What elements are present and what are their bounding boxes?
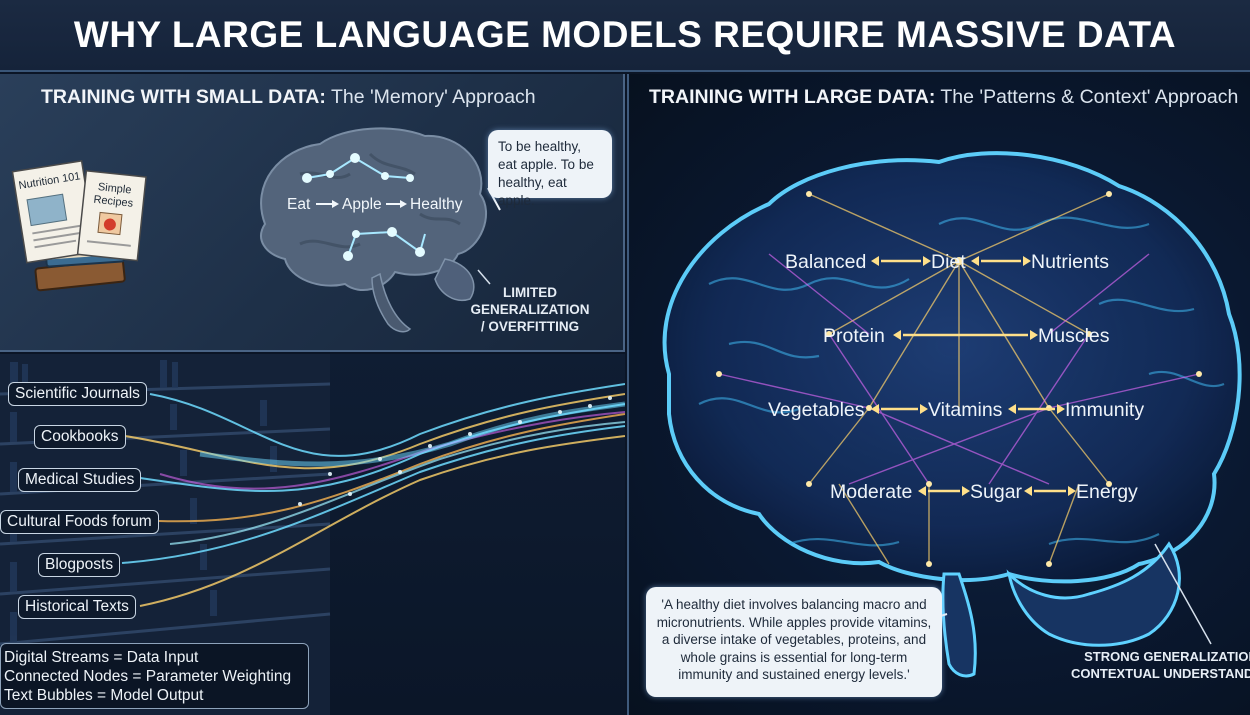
small-data-heading-rest: The 'Memory' Approach xyxy=(325,86,536,108)
legend-item-nodes: Connected Nodes = Parameter Weighting xyxy=(4,668,292,685)
strong-generalization-line2: CONTEXTUAL UNDERSTANDING xyxy=(1071,666,1250,681)
data-stream-particles xyxy=(298,396,612,506)
title-bar: WHY LARGE LANGUAGE MODELS REQUIRE MASSIV… xyxy=(0,0,1250,72)
concept-protein: Protein xyxy=(823,325,885,347)
chain-word-eat: Eat xyxy=(287,196,311,213)
strong-pointer xyxy=(1154,543,1212,645)
concept-energy: Energy xyxy=(1076,481,1138,503)
chain-word-healthy: Healthy xyxy=(410,196,463,213)
recipes-sheet-title-2: Recipes xyxy=(93,194,134,210)
concept-muscles: Muscles xyxy=(1038,325,1110,347)
concept-row-vegetables: Vegetables Vitamins Immunity xyxy=(768,399,1144,421)
data-streams-panel: Scientific Journals Cookbooks Medical St… xyxy=(0,354,625,715)
small-model-output-bubble: To be healthy, eat apple. To be healthy,… xyxy=(488,130,612,208)
page-title: WHY LARGE LANGUAGE MODELS REQUIRE MASSIV… xyxy=(73,14,1177,55)
source-label-0: Scientific Journals xyxy=(8,382,147,406)
limited-generalization-label: LIMITED GENERALIZATION / OVERFITTING xyxy=(470,285,590,334)
legend-item-bubbles: Text Bubbles = Model Output xyxy=(4,687,204,704)
chain-word-apple: Apple xyxy=(342,196,382,213)
recipes-sheet-icon: Simple Recipes xyxy=(76,169,147,262)
data-stream-lines xyxy=(121,383,625,607)
concept-vegetables: Vegetables xyxy=(768,399,865,421)
limited-pointer xyxy=(477,269,491,285)
large-data-heading-bold: TRAINING WITH LARGE DATA: xyxy=(649,86,936,108)
legend-box: Digital Streams = Data Input Connected N… xyxy=(0,643,309,709)
chain-arrows xyxy=(316,200,407,208)
large-data-panel: TRAINING WITH LARGE DATA: The 'Patterns … xyxy=(627,74,1250,715)
small-panel-illustration: Nutrition 101 Simple Recipes xyxy=(11,127,501,333)
large-model-output-bubble: 'A healthy diet involves balancing macro… xyxy=(646,587,942,697)
concept-row-diet: Balanced Diet Nutrients xyxy=(785,251,1109,273)
strong-generalization-line1: STRONG GENERALIZATION xyxy=(1084,649,1250,664)
source-label-1: Cookbooks xyxy=(34,425,126,449)
strong-generalization-label: STRONG GENERALIZATION CONTEXTUAL UNDERST… xyxy=(1071,648,1250,682)
large-data-heading-rest: The 'Patterns & Context' Approach xyxy=(935,86,1239,108)
concept-immunity: Immunity xyxy=(1065,399,1144,421)
recipes-sheet-title-1: Simple xyxy=(97,181,132,196)
concept-moderate: Moderate xyxy=(830,481,912,503)
small-data-heading: TRAINING WITH SMALL DATA: The 'Memory' A… xyxy=(41,86,536,109)
large-data-heading: TRAINING WITH LARGE DATA: The 'Patterns … xyxy=(649,86,1238,109)
source-label-2: Medical Studies xyxy=(18,468,142,492)
large-network-nodes xyxy=(716,191,1202,567)
concept-sugar: Sugar xyxy=(970,481,1023,503)
concept-balanced: Balanced xyxy=(785,251,866,273)
large-brain-icon xyxy=(662,151,1242,678)
concept-row-energy: Moderate Sugar Energy xyxy=(830,481,1138,503)
concept-diet: Diet xyxy=(931,251,966,273)
concept-row-protein: Protein Muscles xyxy=(823,325,1110,347)
concept-vitamins: Vitamins xyxy=(928,399,1003,421)
double-arrows xyxy=(871,256,1076,496)
small-network-nodes xyxy=(302,153,425,261)
source-label-4: Blogposts xyxy=(38,553,121,577)
small-data-heading-bold: TRAINING WITH SMALL DATA: xyxy=(41,86,326,108)
small-data-panel: TRAINING WITH SMALL DATA: The 'Memory' A… xyxy=(0,74,625,352)
source-label-3: Cultural Foods forum xyxy=(0,510,159,534)
small-brain-icon xyxy=(260,127,488,333)
concept-nutrients: Nutrients xyxy=(1031,251,1109,273)
legend-item-streams: Digital Streams = Data Input xyxy=(4,649,199,666)
large-panel-illustration: Balanced Diet Nutrients Protein Muscles … xyxy=(662,151,1242,678)
source-label-5: Historical Texts xyxy=(18,595,136,619)
